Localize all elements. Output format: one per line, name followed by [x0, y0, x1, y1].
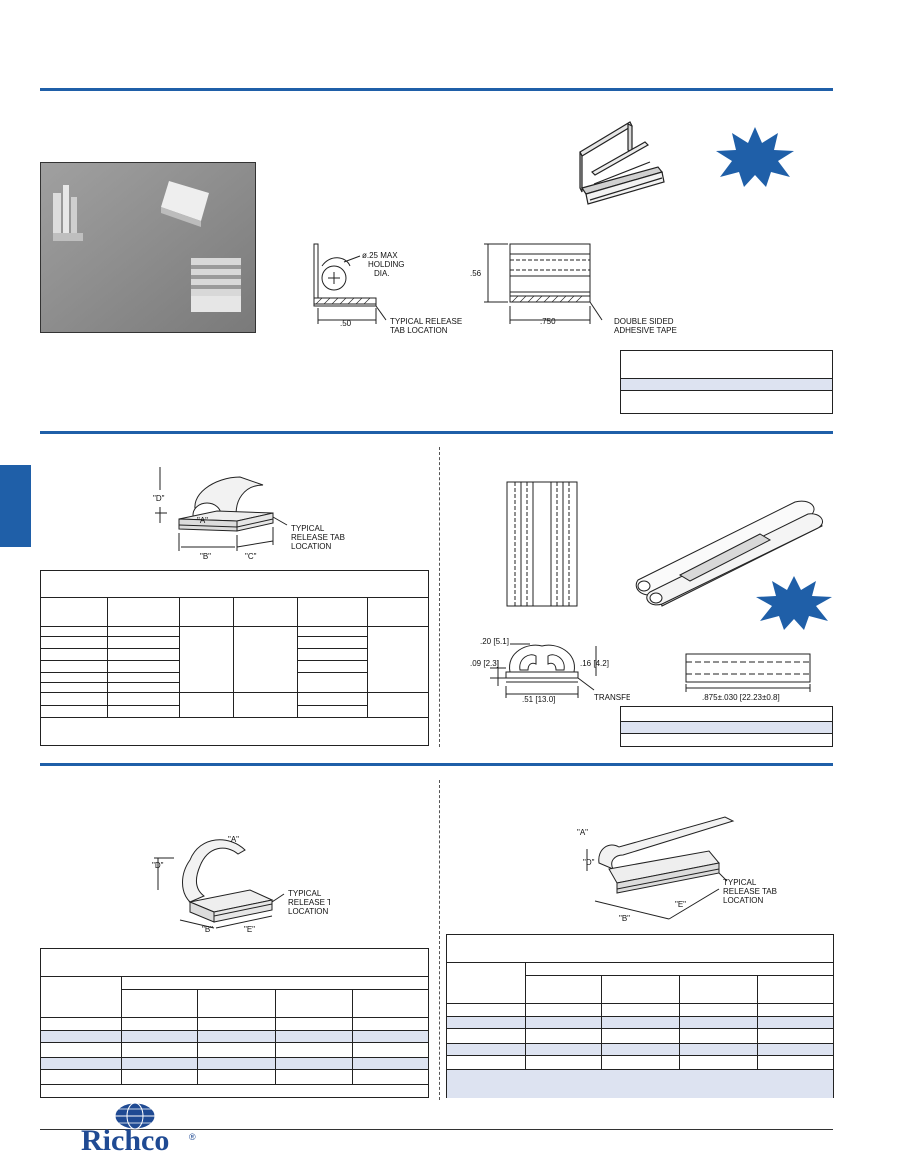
dim-a-label-4: "A" — [577, 828, 588, 837]
clip-front-view-drawing: ø.25 MAX HOLDING DIA. .50 TYPICAL RELEAS… — [313, 243, 462, 335]
section-rule-2 — [40, 431, 833, 434]
dim-b-label-4: "B" — [619, 914, 630, 923]
release-tab-label-1: TYPICAL — [291, 524, 325, 533]
release-tab-label-3a: TYPICAL — [288, 889, 322, 898]
product-photo — [40, 162, 256, 333]
dim-a-label: "A" — [197, 516, 208, 525]
clip-cable-3d-drawing — [635, 500, 823, 607]
length-dim-2: .875±.030 [22.23±0.8] — [702, 693, 780, 702]
new-star-badge — [716, 127, 794, 187]
footer-rule — [40, 1129, 833, 1130]
section-rule-top — [40, 88, 833, 91]
release-tab-label-4b: RELEASE TAB — [723, 887, 777, 896]
release-tab-label-2: RELEASE TAB — [291, 533, 345, 542]
holding-dia-label: ø.25 MAX — [362, 251, 398, 260]
tape-label-1: DOUBLE SIDED — [614, 317, 674, 326]
clip-isometric-drawing-4: "A" "D" "B" "E" TYPICAL RELEASE TAB LOCA… — [577, 816, 777, 923]
tape-label-2: ADHESIVE TAPE — [614, 326, 677, 335]
dim-e-label-3: "E" — [244, 925, 255, 934]
holding-dia-label-2: HOLDING — [368, 260, 404, 269]
dim-b-label: "B" — [200, 552, 211, 561]
clip-side-view-drawing: .56 .750 DOUBLE SIDED ADHESIVE TAPE — [470, 243, 677, 335]
height-dim: .56 — [470, 269, 482, 278]
release-tab-label-2: TAB LOCATION — [390, 326, 448, 335]
spec-table-3 — [620, 706, 833, 747]
globe-icon — [114, 1102, 156, 1130]
spec-table-5 — [446, 934, 834, 1098]
dim-d-label-4: "D" — [583, 858, 595, 867]
spec-table-4 — [40, 948, 429, 1098]
dim-d-label-3: "D" — [152, 861, 164, 870]
clip-isometric-drawing-3: "A" "D" "B" "E" TYPICAL RELEASE TAB LOCA… — [152, 835, 330, 934]
transfer-tape-label: TRANSFER TAPE — [594, 693, 630, 702]
length-dim: .750 — [540, 317, 556, 326]
dim-e-label-4: "E" — [675, 900, 686, 909]
clip-top-view-drawing — [506, 481, 578, 607]
release-tab-label-3b: RELEASE TAB — [288, 898, 330, 907]
clip-length-drawing: .875±.030 [22.23±0.8] — [685, 653, 811, 702]
column-divider-1 — [439, 447, 440, 747]
new-star-badge-2 — [756, 576, 832, 630]
base-dim: .51 [13.0] — [522, 695, 555, 704]
release-tab-label-4c: LOCATION — [723, 896, 764, 905]
spec-table-1 — [620, 350, 833, 414]
clip-photo-icon — [41, 163, 255, 332]
base-width-dim: .50 — [340, 319, 352, 328]
clip-isometric-drawing-2: "D" "A" "B" "C" TYPICAL RELEASE TAB LOCA… — [153, 467, 345, 561]
clip-profile-drawing: .20 [5.1] .09 [2.3] .16 [4.2] .51 [13.0]… — [470, 637, 630, 704]
holding-dia-label-3: DIA. — [374, 269, 390, 278]
column-divider-2 — [439, 780, 440, 1100]
registered-mark: ® — [189, 1132, 196, 1142]
top-dim: .20 [5.1] — [480, 637, 509, 646]
release-tab-label-3: LOCATION — [291, 542, 332, 551]
release-tab-label-3c: LOCATION — [288, 907, 329, 916]
clip-3d-drawing — [579, 121, 665, 205]
dim-d-label: "D" — [153, 494, 165, 503]
left-dim: .09 [2.3] — [470, 659, 499, 668]
dim-a-label-3: "A" — [228, 835, 239, 844]
section-rule-3 — [40, 763, 833, 766]
release-tab-label-4a: TYPICAL — [723, 878, 757, 887]
right-dim: .16 [4.2] — [580, 659, 609, 668]
side-index-tab — [0, 465, 31, 547]
dim-b-label-3: "B" — [202, 925, 213, 934]
release-tab-label-1: TYPICAL RELEASE — [390, 317, 462, 326]
spec-table-2 — [40, 570, 429, 746]
dim-c-label: "C" — [245, 552, 257, 561]
logo-text: Richco — [81, 1124, 169, 1155]
richco-logo: Richco ® — [81, 1102, 196, 1155]
